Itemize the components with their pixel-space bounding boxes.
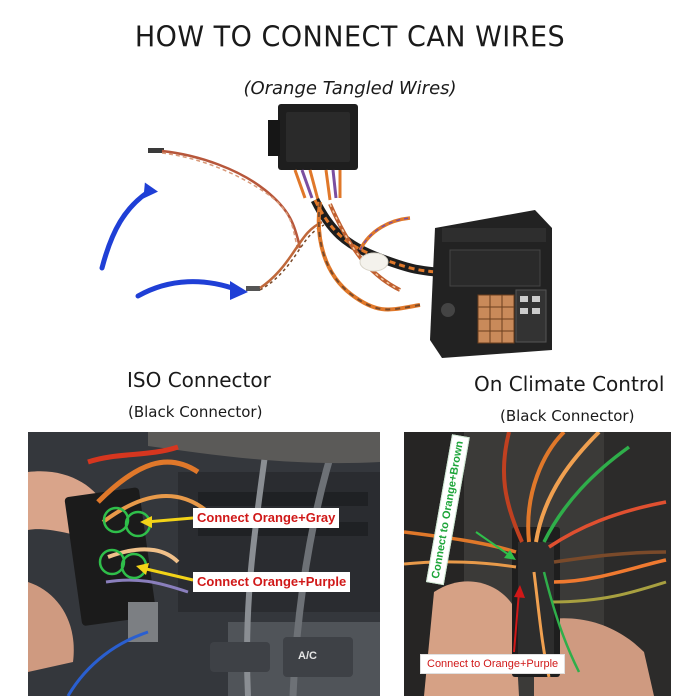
label-connect-orange-purple-climate: Connect to Orange+Purple <box>420 654 566 674</box>
iso-connector-subheading: (Black Connector) <box>128 403 263 421</box>
iso-connector-photo: A/C Connect Orange+Gray Connect Orange+P… <box>28 432 380 696</box>
small-connector <box>268 104 358 201</box>
label-connect-orange-gray: Connect Orange+Gray <box>193 508 340 528</box>
climate-photo-drawing <box>404 432 671 696</box>
climate-control-photo: Connect to Orange+Brown Connect to Orang… <box>404 432 671 696</box>
blue-arrow-icon <box>99 182 158 271</box>
tangled-harness <box>310 197 436 312</box>
can-wire-upper <box>148 148 302 251</box>
page-title: HOW TO CONNECT CAN WIRES <box>134 21 566 54</box>
can-wire-lower <box>246 220 325 291</box>
iso-photo-drawing <box>28 432 380 696</box>
climate-control-heading: On Climate Control <box>474 372 665 396</box>
blue-arrow-icon <box>135 279 248 300</box>
large-connector <box>430 210 552 358</box>
page-subtitle: (Orange Tangled Wires) <box>243 78 457 99</box>
harness-illustration <box>99 104 552 358</box>
ac-button-label: A/C <box>298 650 317 662</box>
iso-connector-heading: ISO Connector <box>127 368 271 392</box>
label-connect-orange-purple: Connect Orange+Purple <box>193 572 351 592</box>
climate-control-subheading: (Black Connector) <box>500 407 635 425</box>
